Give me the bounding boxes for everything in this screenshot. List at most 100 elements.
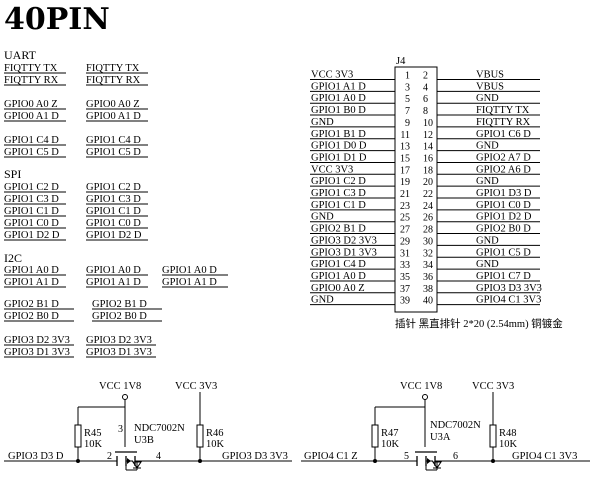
net-label: GPIO1 C0 D (86, 218, 141, 229)
drain-pin-number: 4 (156, 451, 161, 462)
pin-number-even: 26 (423, 213, 433, 224)
net-label: GPIO1 A0 D (4, 265, 59, 276)
pin-net-right: GPIO1 C5 D (476, 247, 531, 258)
rail-label-1v8: VCC 1V8 (400, 381, 442, 392)
resistor-r48-value: 10K (499, 439, 518, 450)
junction-out (198, 459, 202, 463)
pin-net-right: GPIO1 D3 D (476, 188, 532, 199)
pin-net-left: GPIO1 A0 D (311, 271, 366, 282)
pin-number-even: 24 (423, 201, 433, 212)
pin-number-odd: 1 (405, 71, 410, 82)
net-label: GPIO1 C0 D (4, 218, 59, 229)
connector-ref: J4 (396, 56, 406, 67)
rail-label-3v3: VCC 3V3 (472, 381, 514, 392)
pin-number-odd: 15 (400, 153, 410, 164)
net-label: FIQTTY RX (86, 75, 141, 86)
rail-node-1v8 (122, 394, 128, 400)
pin-number-even: 28 (423, 225, 433, 236)
pin-number-even: 14 (423, 142, 433, 153)
pin-number-odd: 5 (405, 94, 410, 105)
pin-number-odd: 9 (405, 118, 410, 129)
pin-number-even: 12 (423, 130, 433, 141)
net-out-label: GPIO3 D3 3V3 (222, 451, 288, 462)
pin-net-left: GPIO1 C2 D (311, 176, 366, 187)
resistor-r48-ref: R48 (499, 428, 517, 439)
pin-number-odd: 23 (400, 201, 410, 212)
resistor-r47-value: 10K (381, 439, 400, 450)
resistor-r46 (196, 424, 204, 448)
pin-net-left: GPIO1 B0 D (311, 105, 366, 116)
pin-number-even: 32 (423, 248, 433, 259)
pin-number-even: 36 (423, 272, 433, 283)
rail-label-3v3: VCC 3V3 (175, 381, 217, 392)
pin-number-odd: 21 (400, 189, 410, 200)
resistor-r47 (371, 424, 379, 448)
pin-number-even: 4 (423, 82, 428, 93)
transistor-ref: U3B (134, 435, 154, 446)
pin-net-left: VCC 3V3 (311, 164, 353, 175)
resistor-r45-value: 10K (84, 439, 103, 450)
net-label: GPIO3 D2 3V3 (4, 335, 70, 346)
net-label: GPIO1 C5 D (86, 147, 141, 158)
uart-heading: UART (4, 48, 37, 62)
net-label: FIQTTY RX (4, 75, 59, 86)
pin-number-odd: 39 (400, 296, 410, 307)
net-label: GPIO1 C1 D (4, 206, 59, 217)
pin-net-left: GPIO0 A0 Z (311, 283, 365, 294)
pin-net-left: GPIO1 A1 D (311, 81, 366, 92)
pin-net-left: GPIO1 A0 D (311, 93, 366, 104)
pin-number-odd: 11 (400, 130, 410, 141)
pin-number-odd: 19 (400, 177, 410, 188)
pin-net-left: GPIO1 D0 D (311, 141, 367, 152)
pin-number-odd: 25 (400, 213, 410, 224)
pin-number-even: 20 (423, 177, 433, 188)
pin-net-right: FIQTTY TX (476, 105, 530, 116)
pin-number-even: 2 (423, 71, 428, 82)
pin-net-left: GND (311, 212, 334, 223)
pin-number-even: 6 (423, 94, 428, 105)
pin-net-right: GPIO4 C1 3V3 (476, 295, 541, 306)
net-label: GPIO2 B0 D (92, 311, 147, 322)
rail-label-1v8: VCC 1V8 (99, 381, 141, 392)
source-pin-number: 5 (404, 451, 409, 462)
pin-net-left: VCC 3V3 (311, 70, 353, 81)
pin-net-right: GPIO1 C6 D (476, 129, 531, 140)
pin-net-right: GND (476, 259, 499, 270)
pin-net-left: GPIO3 D1 3V3 (311, 247, 377, 258)
page-title: 40PIN (4, 2, 110, 37)
pin-net-left: GPIO1 B1 D (311, 129, 366, 140)
pin-net-left: GPIO1 C3 D (311, 188, 366, 199)
transistor-ref: U3A (430, 432, 451, 443)
pin-net-right: GND (476, 141, 499, 152)
pin-net-right: VBUS (476, 70, 504, 81)
net-label: FIQTTY TX (4, 63, 58, 74)
pin-number-odd: 29 (400, 236, 410, 247)
pin-number-even: 22 (423, 189, 433, 200)
pin-net-right: GPIO1 D2 D (476, 212, 532, 223)
net-label: GPIO1 D2 D (86, 230, 142, 241)
net-label: GPIO1 C2 D (86, 182, 141, 193)
pin-net-right: GPIO2 A6 D (476, 164, 531, 175)
net-out-label: GPIO4 C1 3V3 (512, 451, 577, 462)
junction-in (76, 459, 80, 463)
level-shifter-u3b: VCC 1V8 3 NDC7002N U3B R45 10K VCC 3V3 R… (4, 381, 292, 471)
net-label: GPIO0 A1 D (86, 111, 141, 122)
connector-caption: 插针 黑直排针 2*20 (2.54mm) 铜镀金 (395, 317, 563, 330)
pin-number-odd: 27 (400, 225, 410, 236)
pin-net-right: GND (476, 176, 499, 187)
net-label: GPIO1 A0 D (86, 265, 141, 276)
net-label: GPIO1 A1 D (4, 277, 59, 288)
pin-number-odd: 3 (405, 82, 410, 93)
pin-number-even: 8 (423, 106, 428, 117)
pin-net-left: GPIO1 C1 D (311, 200, 366, 211)
resistor-r45-ref: R45 (84, 428, 102, 439)
pin-net-right: GND (476, 235, 499, 246)
net-label: GPIO1 C2 D (4, 182, 59, 193)
rail-node-1v8 (422, 394, 428, 400)
pin-net-left: GND (311, 117, 334, 128)
pin-number-even: 30 (423, 236, 433, 247)
pin-net-right: FIQTTY RX (476, 117, 531, 128)
pin-number-odd: 31 (400, 248, 410, 259)
